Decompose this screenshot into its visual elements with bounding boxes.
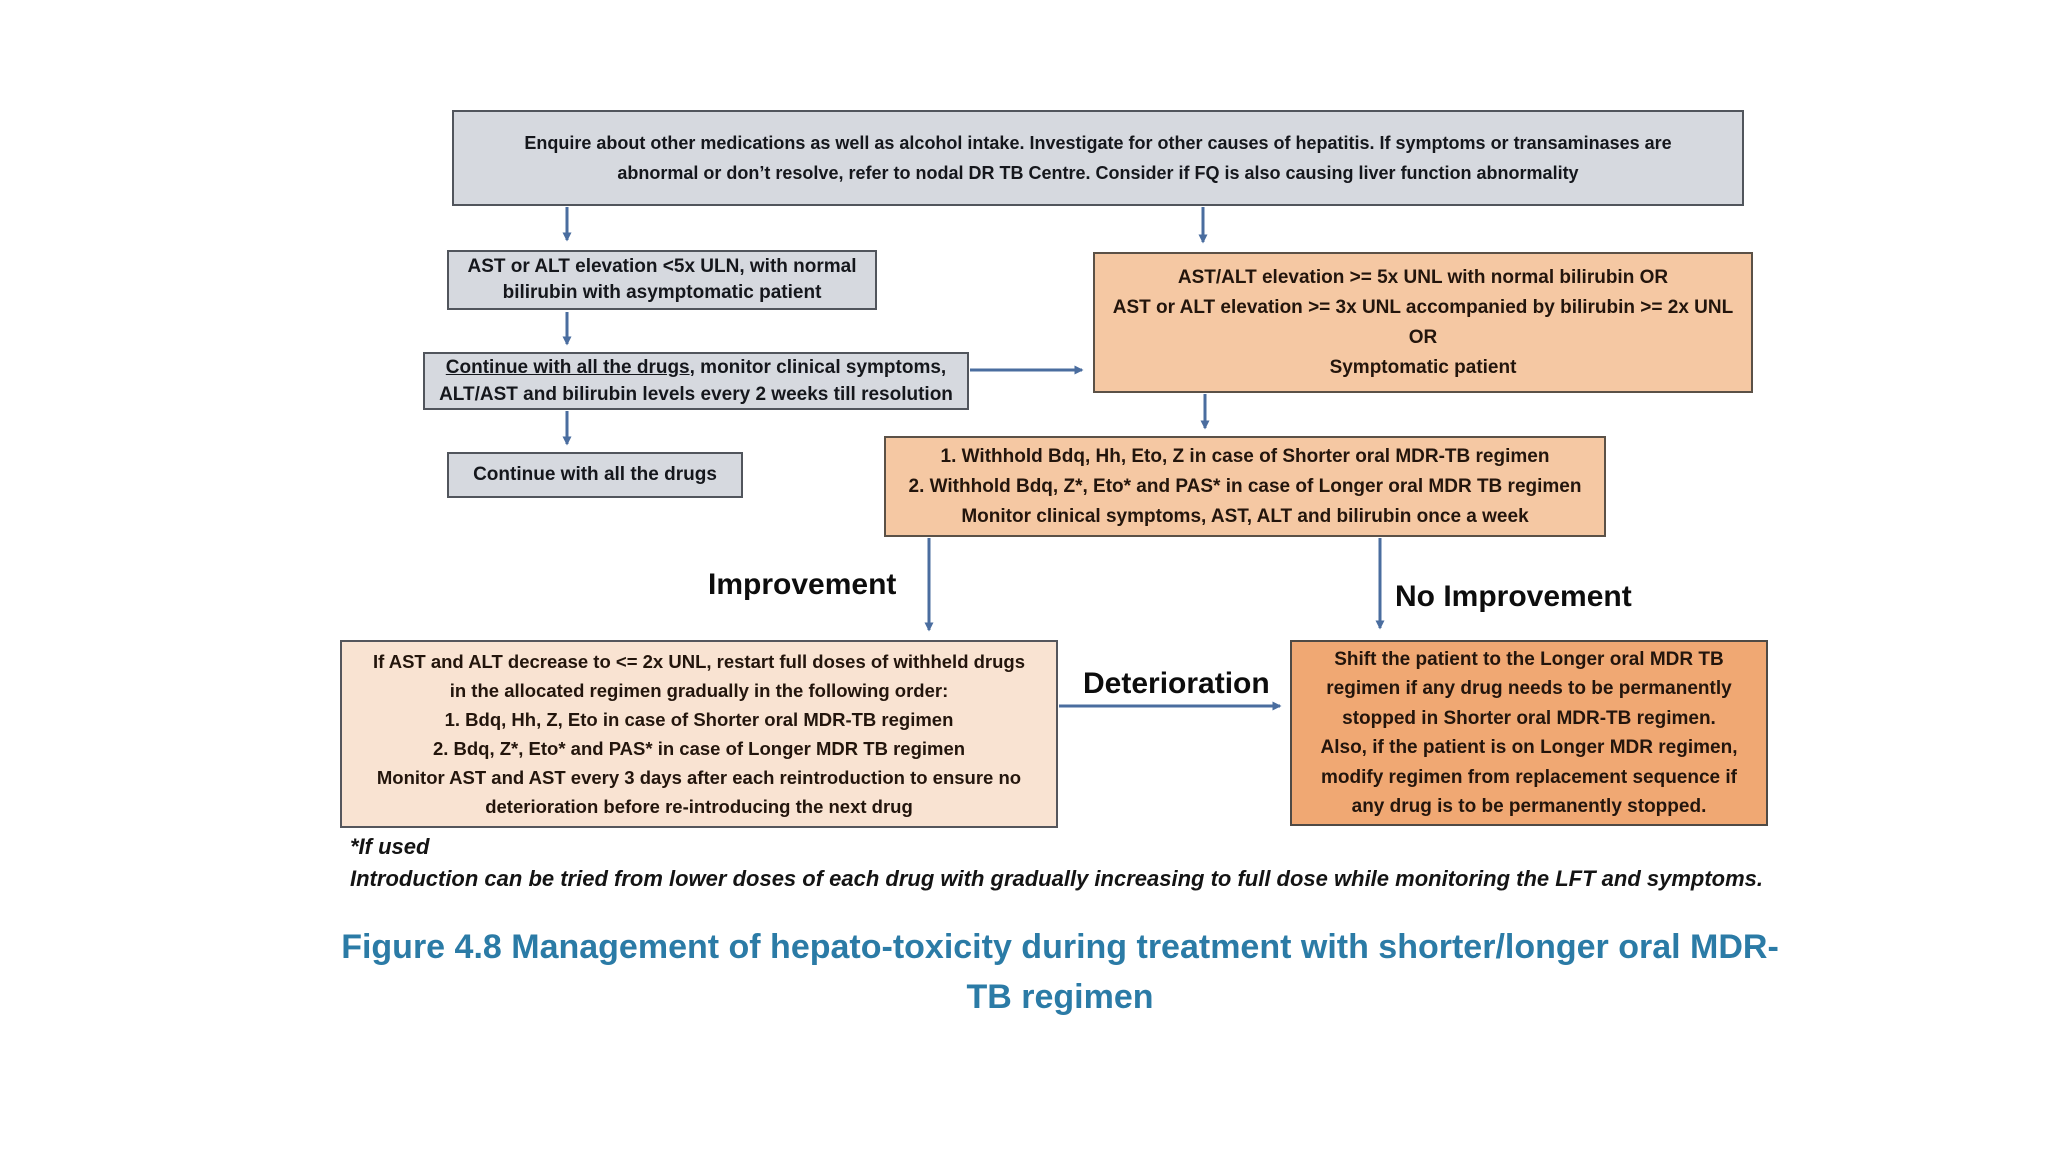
deterioration-label: Deterioration bbox=[1083, 667, 1270, 700]
footnote-text: Introduction can be tried from lower dos… bbox=[350, 866, 1764, 891]
continue-all-drugs-box: Continue with all the drugs bbox=[447, 452, 743, 498]
box-line: 1. Withhold Bdq, Hh, Eto, Z in case of S… bbox=[940, 445, 1550, 467]
improvement-label: Improvement bbox=[708, 568, 897, 601]
box-line: in the allocated regimen gradually in th… bbox=[449, 680, 949, 701]
box-line: 2. Withhold Bdq, Z*, Eto* and PAS* in ca… bbox=[908, 475, 1582, 497]
withhold-drugs-box: 1. Withhold Bdq, Hh, Eto, Z in case of S… bbox=[884, 436, 1606, 537]
continue-monitor-line1: Continue with all the drugs, monitor cli… bbox=[446, 354, 946, 381]
box-line: Enquire about other medications as well … bbox=[524, 133, 1672, 153]
mild-elevation-box: AST or ALT elevation <5x ULN, with norma… bbox=[447, 250, 877, 310]
restart-drugs-box: If AST and ALT decrease to <= 2x UNL, re… bbox=[340, 640, 1058, 828]
figure-caption: Figure 4.8 Management of hepato-toxicity… bbox=[72, 922, 2048, 1022]
box-line: AST/ALT elevation >= 5x UNL with normal … bbox=[1177, 266, 1669, 288]
continue-monitor-line2: ALT/AST and bilirubin levels every 2 wee… bbox=[439, 384, 953, 405]
box-line: Also, if the patient is on Longer MDR re… bbox=[1320, 737, 1738, 758]
continue-monitor-underlined: Continue with all the drugs bbox=[445, 357, 690, 378]
box-line: Monitor AST and AST every 3 days after e… bbox=[376, 767, 1022, 788]
box-line: If AST and ALT decrease to <= 2x UNL, re… bbox=[372, 651, 1026, 672]
box-line: 2. Bdq, Z*, Eto* and PAS* in case of Lon… bbox=[432, 738, 966, 759]
box-line: Symptomatic patient bbox=[1329, 356, 1517, 378]
box-line: OR bbox=[1408, 326, 1438, 348]
box-line: Monitor clinical symptoms, AST, ALT and … bbox=[961, 505, 1529, 527]
box-line: abnormal or don’t resolve, refer to noda… bbox=[617, 163, 1579, 183]
box-line: any drug is to be permanently stopped. bbox=[1351, 796, 1707, 817]
severe-elevation-box: AST/ALT elevation >= 5x UNL with normal … bbox=[1093, 252, 1753, 393]
continue-monitor-box: Continue with all the drugs, monitor cli… bbox=[423, 352, 969, 410]
box-line: stopped in Shorter oral MDR-TB regimen. bbox=[1342, 707, 1716, 729]
continue-all-drugs-text: Continue with all the drugs bbox=[473, 464, 717, 485]
shift-regimen-box: Shift the patient to the Longer oral MDR… bbox=[1290, 640, 1768, 826]
figure-caption-line2: TB regimen bbox=[966, 978, 1154, 1016]
no-improvement-label: No Improvement bbox=[1395, 580, 1632, 613]
box-line: deterioration before re-introducing the … bbox=[485, 796, 913, 817]
enquire-box: Enquire about other medications as well … bbox=[452, 110, 1744, 206]
box-line: Shift the patient to the Longer oral MDR… bbox=[1334, 648, 1724, 670]
footnote-asterisk: *If used bbox=[350, 834, 430, 859]
figure-caption-line1: Figure 4.8 Management of hepato-toxicity… bbox=[341, 928, 1779, 966]
box-line: 1. Bdq, Hh, Z, Eto in case of Shorter or… bbox=[444, 709, 954, 730]
box-line: modify regimen from replacement sequence… bbox=[1320, 766, 1737, 788]
box-line: bilirubin with asymptomatic patient bbox=[502, 282, 822, 303]
box-line: regimen if any drug needs to be permanen… bbox=[1326, 678, 1732, 699]
box-line: AST or ALT elevation <5x ULN, with norma… bbox=[467, 256, 857, 277]
continue-monitor-line1-rest: , monitor clinical symptoms, bbox=[689, 357, 947, 378]
box-line: AST or ALT elevation >= 3x UNL accompani… bbox=[1112, 296, 1734, 318]
